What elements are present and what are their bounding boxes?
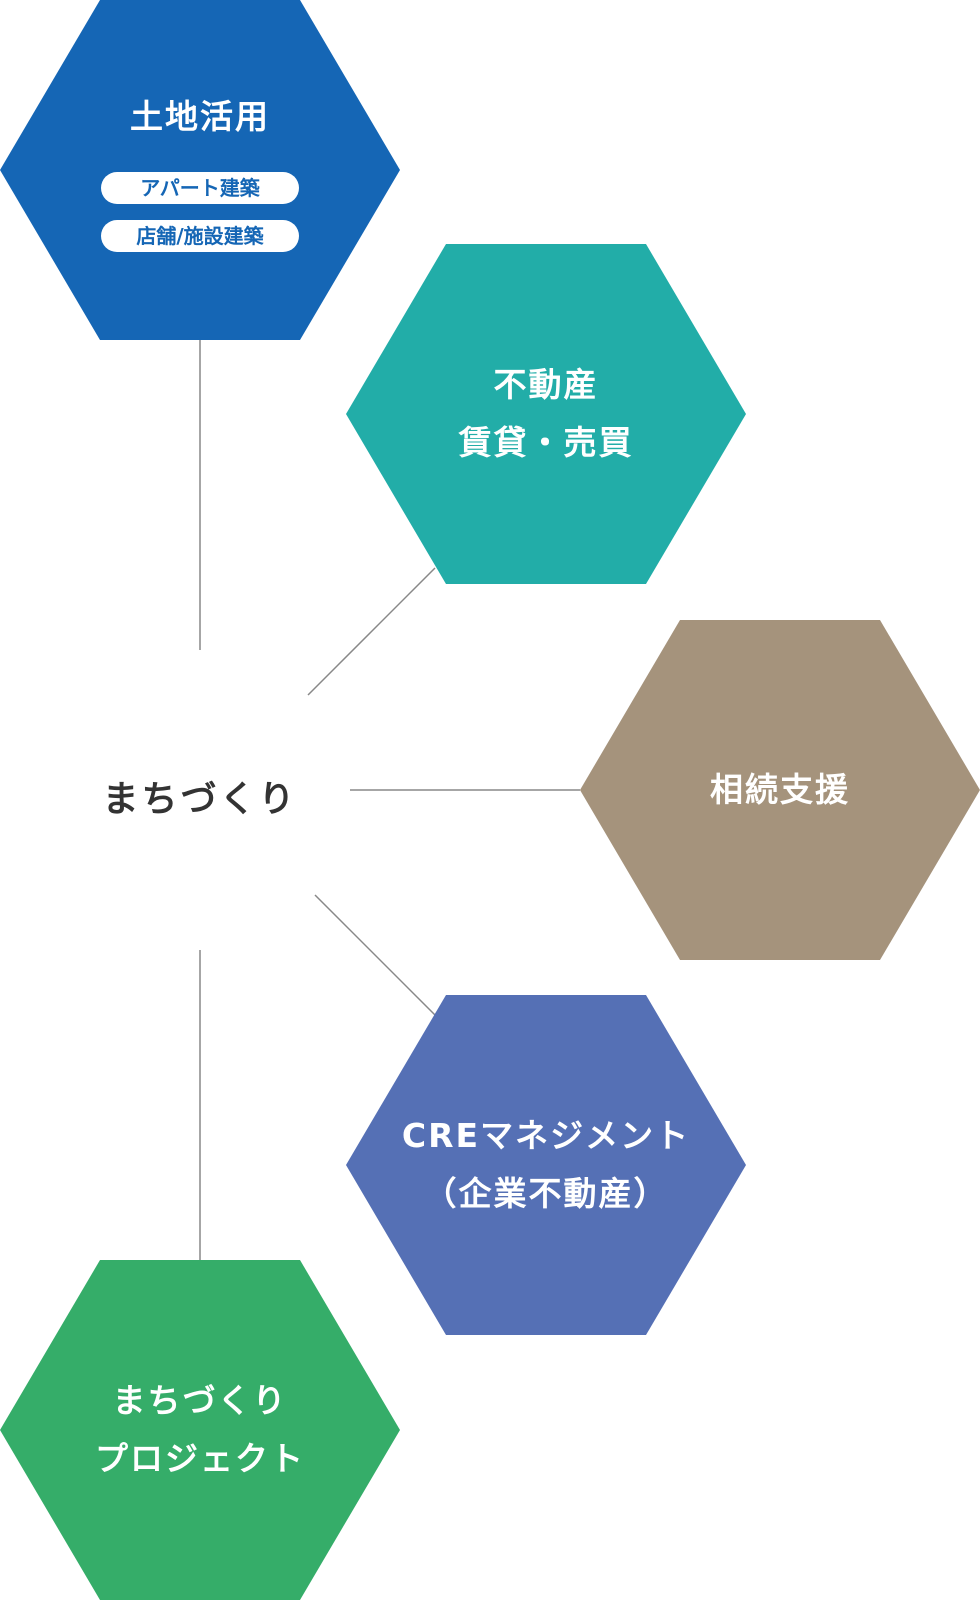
connector-real-estate [307, 567, 436, 696]
connector-cre [314, 894, 436, 1016]
hex-town-project-title-line-2: プロジェクト [95, 1439, 305, 1478]
hex-inheritance[interactable]: 相続支援 [580, 620, 980, 960]
hex-cre-title-line-2: （企業不動産） [423, 1174, 669, 1213]
tag-apartment-construction: アパート建築 [101, 172, 299, 204]
hex-town-project-title-line-1: まちづくり [112, 1381, 288, 1420]
hex-real-estate-title: 不動産 賃貸・売買 [459, 356, 634, 472]
hex-land-use-title: 土地活用 [130, 88, 270, 146]
hex-town-project-title: まちづくり プロジェクト [95, 1372, 305, 1488]
center-label: まちづくり [102, 779, 298, 820]
hex-real-estate-title-line-2: 賃貸・売買 [458, 423, 634, 462]
hex-cre-title: CREマネジメント （企業不動産） [402, 1107, 690, 1223]
hex-inheritance-title: 相続支援 [710, 761, 850, 819]
hex-land-use[interactable]: 土地活用 アパート建築 店舗/施設建築 [0, 0, 400, 340]
hex-cre-title-line-1: CREマネジメント [401, 1116, 691, 1155]
hex-land-use-tags: アパート建築 店舗/施設建築 [101, 156, 299, 252]
tag-store-facility-construction: 店舗/施設建築 [101, 220, 299, 252]
hex-inheritance-title-line: 相続支援 [710, 770, 850, 809]
hex-real-estate-title-line-1: 不動産 [493, 365, 599, 404]
hex-land-use-title-line: 土地活用 [130, 97, 270, 136]
